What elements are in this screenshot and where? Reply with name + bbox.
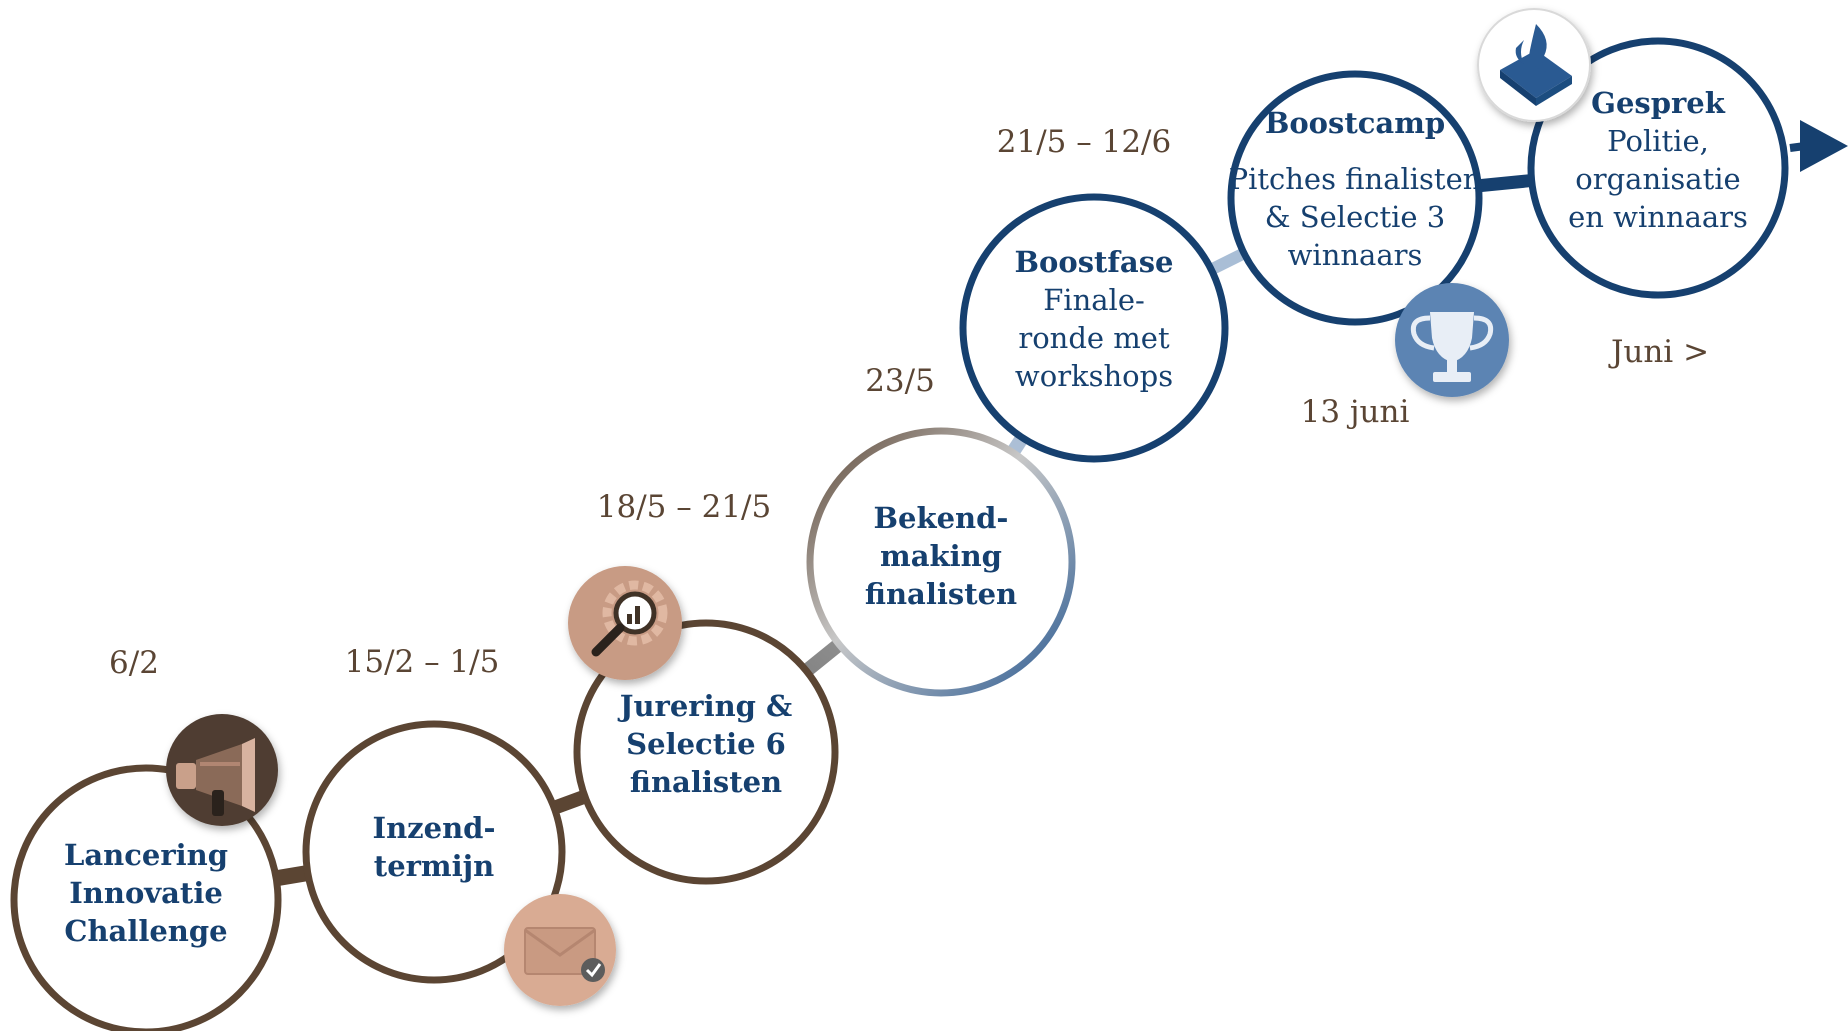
date-lancering: 6/2 (109, 645, 159, 681)
step-title-line: termijn (374, 849, 494, 883)
date-inzendtermijn: 15/2 – 1/5 (345, 644, 500, 680)
megaphone-icon (166, 714, 278, 826)
step-circle (302, 720, 566, 984)
step-bekendmaking: Bekend-making finalisten (806, 427, 1076, 697)
step-circle (10, 764, 282, 1031)
date-boostcamp: 13 juni (1301, 394, 1410, 430)
date-gesprek: Juni > (1608, 334, 1709, 370)
step-inzendtermijn: Inzend-termijn (302, 720, 566, 984)
step-body-line: Finale- (1043, 283, 1145, 317)
step-title-line: Inzend- (373, 811, 496, 845)
step-title-line: Bekend- (874, 501, 1009, 535)
timeline-steps: LanceringInnovatieChallengeInzend-termij… (10, 37, 1789, 1031)
step-title-line: Gesprek (1591, 86, 1726, 120)
step-title-line: finalisten (630, 765, 782, 799)
timeline-dates: 6/2 15/2 – 1/5 18/5 – 21/5 23/5 21/5 – 12/6 1… (109, 124, 1709, 681)
step-body-line: Politie, (1607, 124, 1709, 158)
step-circle (959, 193, 1229, 463)
gear-magnifier-icon (568, 566, 682, 680)
step-title-line: Boostcamp (1265, 106, 1445, 140)
step-title-line: Lancering (64, 838, 228, 872)
step-title-line: Challenge (64, 914, 227, 948)
step-title-line: Jurering & (617, 689, 792, 723)
step-body-line: ronde met (1018, 321, 1170, 355)
step-body-line: workshops (1015, 359, 1173, 393)
step-title-line: making (880, 539, 1002, 573)
envelope-check-icon (504, 894, 616, 1006)
step-circle (806, 427, 1076, 697)
police-logo-icon (1477, 8, 1591, 122)
step-jurering: Jurering & Selectie 6 finalisten (573, 619, 839, 885)
date-boostfase: 21/5 – 12/6 (997, 124, 1171, 160)
timeline-arrow (1789, 120, 1848, 172)
step-body-line: & Selectie 3 (1265, 200, 1446, 234)
step-title-line: Selectie 6 (626, 727, 786, 761)
trophy-icon (1395, 283, 1509, 397)
step-circle (573, 619, 839, 885)
step-body-line: en winnaars (1568, 200, 1748, 234)
step-body-line: Pitches finalisten (1229, 162, 1482, 196)
step-title-line: Boostfase (1015, 245, 1174, 279)
date-jurering: 18/5 – 21/5 (597, 489, 771, 525)
step-body-line: winnaars (1288, 238, 1423, 272)
step-title-line: finalisten (865, 577, 1017, 611)
step-body-line: organisatie (1575, 162, 1740, 196)
step-title-line: Innovatie (69, 876, 223, 910)
step-circle (1527, 37, 1789, 299)
step-circle (1227, 70, 1483, 326)
date-bekendmaking: 23/5 (865, 363, 935, 399)
